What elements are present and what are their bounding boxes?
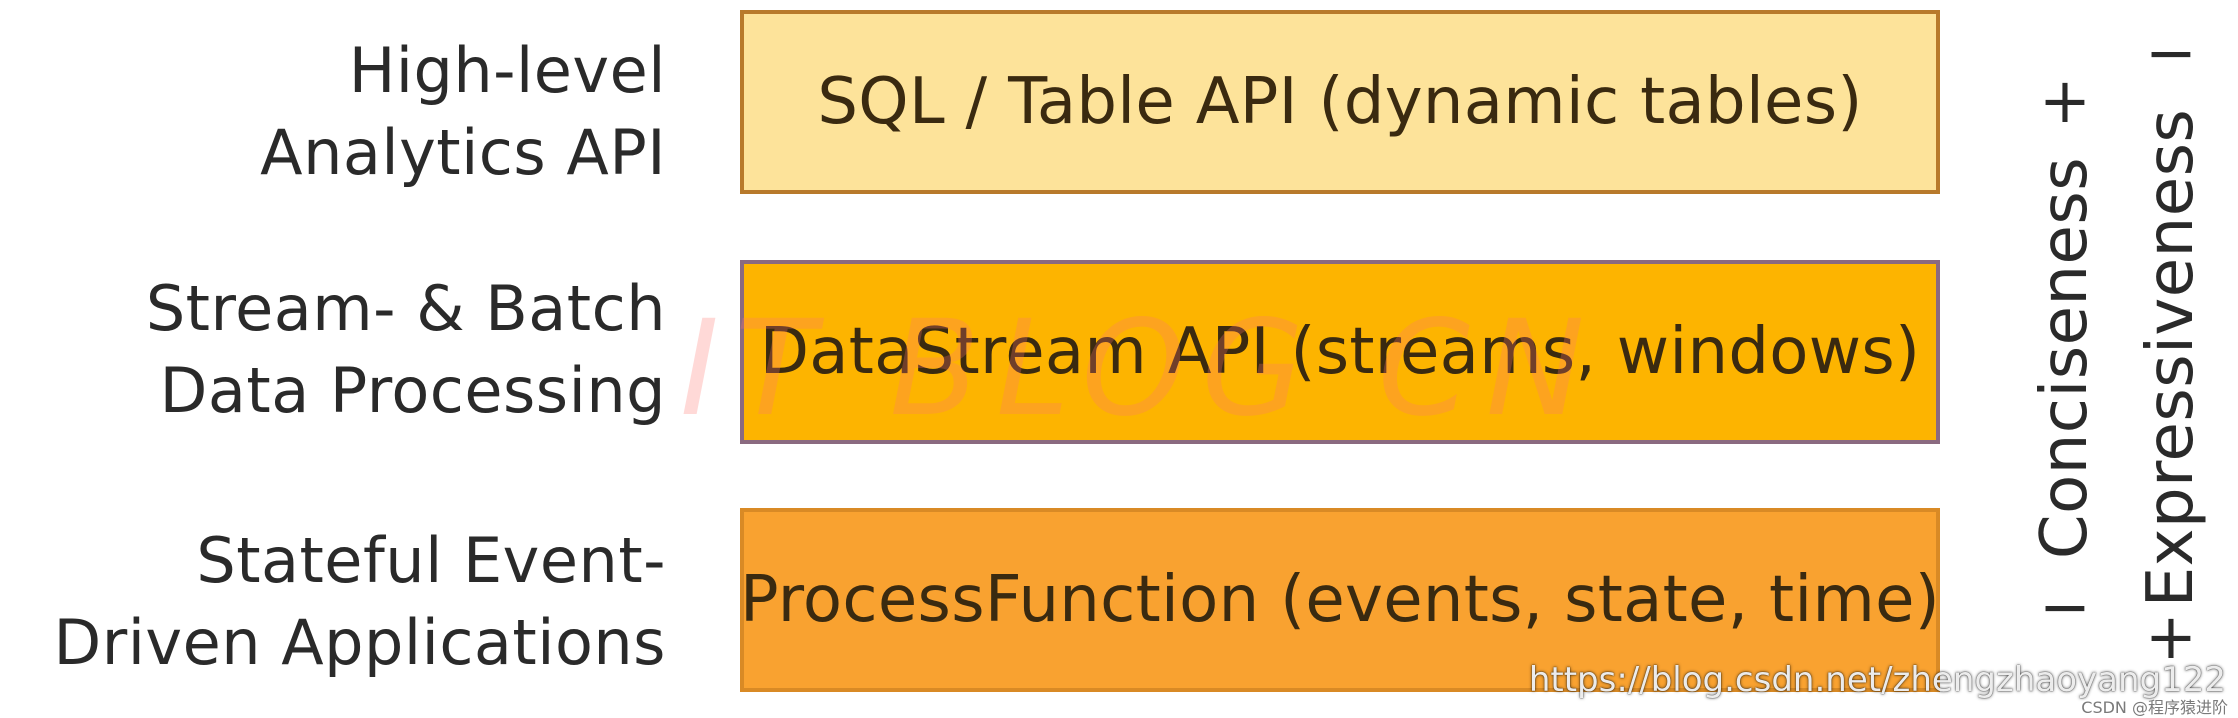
csdn-watermark: CSDN @程序猿进阶 bbox=[2081, 698, 2228, 717]
layer-label-stateful-event-driven: Stateful Event- Driven Applications bbox=[53, 520, 666, 684]
conciseness-top-sign: + bbox=[2039, 64, 2091, 137]
layer-label-line: Stateful Event- bbox=[196, 524, 666, 597]
layer-label-line: Stream- & Batch bbox=[145, 272, 666, 345]
layer-label-line: Data Processing bbox=[159, 354, 666, 427]
url-watermark: https://blog.csdn.net/zhengzhaoyang122 bbox=[1528, 660, 2226, 700]
layer-label-high-level-analytics: High-level Analytics API bbox=[260, 30, 666, 194]
layer-label-stream-batch: Stream- & Batch Data Processing bbox=[146, 268, 666, 432]
expressiveness-axis: − Expressiveness + bbox=[2126, 0, 2216, 716]
layer-label-line: Driven Applications bbox=[53, 606, 666, 679]
layer-label-line: Analytics API bbox=[260, 116, 666, 189]
conciseness-axis: + Conciseness − bbox=[2020, 0, 2110, 716]
process-function-box: ProcessFunction (events, state, time) bbox=[740, 508, 1940, 692]
conciseness-bottom-sign: − bbox=[2039, 570, 2091, 643]
datastream-api-box: DataStream API (streams, windows) bbox=[740, 260, 1940, 444]
conciseness-label: Conciseness bbox=[2028, 156, 2102, 560]
layer-label-line: High-level bbox=[348, 34, 666, 107]
expressiveness-top-sign: − bbox=[2145, 16, 2197, 89]
expressiveness-bottom-sign: + bbox=[2145, 600, 2197, 673]
sql-table-api-box: SQL / Table API (dynamic tables) bbox=[740, 10, 1940, 194]
expressiveness-label: Expressiveness bbox=[2134, 108, 2208, 608]
